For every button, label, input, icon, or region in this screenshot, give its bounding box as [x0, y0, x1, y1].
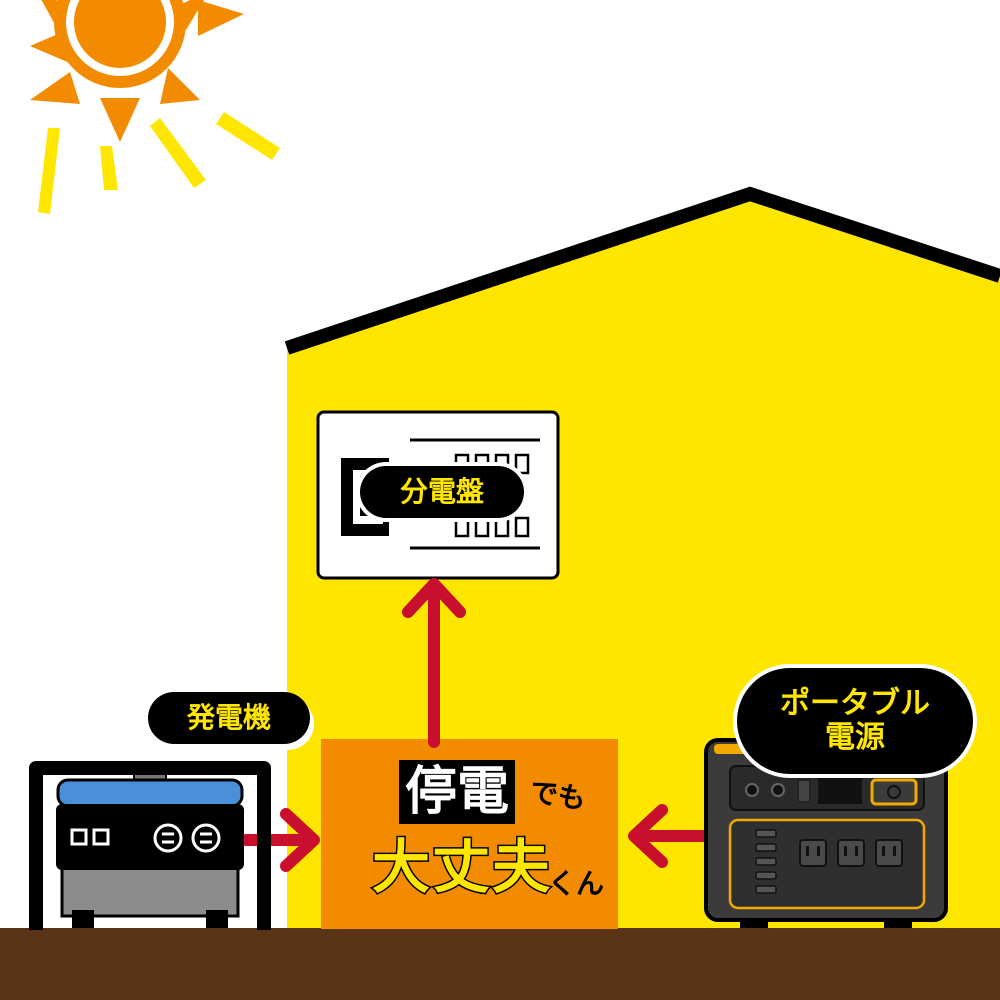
arrow-left-icon	[628, 804, 712, 868]
house-roof	[284, 186, 1000, 355]
generator-icon	[29, 761, 271, 930]
center-subtitle: 大丈夫	[370, 833, 553, 902]
distribution-panel-label: 分電盤	[360, 466, 524, 518]
generator-label: 発電機	[148, 692, 310, 744]
center-title-boxed: 停電	[399, 760, 516, 824]
portable-power-station-icon	[704, 738, 948, 928]
portable-power-label: ポータブル 電源	[737, 668, 973, 774]
ground	[0, 928, 1000, 1000]
sun-icon	[30, 0, 280, 214]
arrow-up-icon	[402, 578, 466, 748]
center-subtitle-small: くん	[548, 867, 605, 900]
center-title-small: でも	[527, 775, 588, 816]
